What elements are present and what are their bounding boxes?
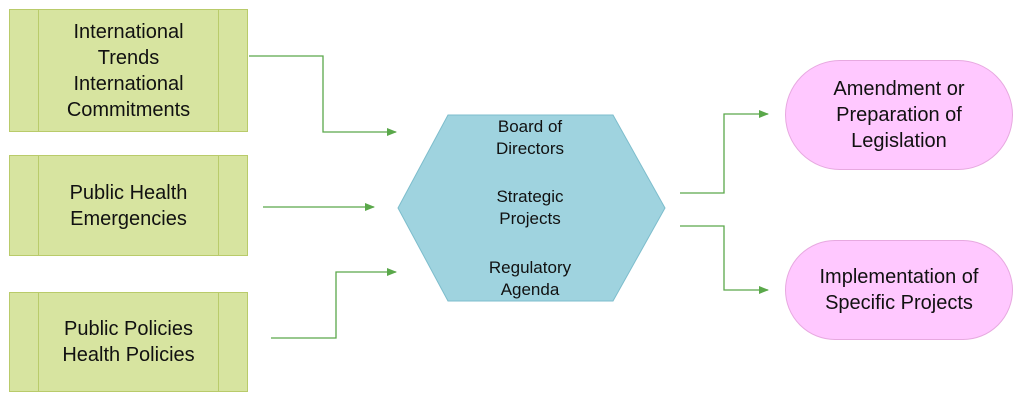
label-line: Board of [497, 117, 563, 136]
input-box-label: International Trends International Commi… [67, 19, 190, 123]
label-line: Strategic [496, 187, 564, 206]
input-box-public-health: Public Health Emergencies [9, 155, 248, 256]
output-box-projects: Implementation of Specific Projects [785, 240, 1013, 340]
box-divider [218, 10, 219, 131]
input-box-public-policies: Public Policies Health Policies [9, 292, 248, 392]
label-line: Regulatory [488, 258, 572, 277]
input-box-label: Public Health Emergencies [70, 180, 188, 232]
label-line: Implementation of [819, 266, 979, 288]
label-line: Public Policies [64, 318, 193, 340]
input-box-label: Public Policies Health Policies [62, 316, 194, 368]
center-group-regulatory: Regulatory Agenda [450, 257, 610, 301]
label-line: Preparation of [836, 104, 962, 126]
center-hexagon [397, 114, 666, 302]
connector-input-1 [249, 55, 397, 136]
label-line: Legislation [851, 130, 947, 152]
label-line: Agenda [500, 280, 560, 299]
label-line: Directors [495, 139, 564, 158]
label-line: Emergencies [70, 207, 187, 230]
label-line: Trends [97, 46, 160, 69]
connector-output-2 [680, 225, 769, 294]
input-box-international: International Trends International Commi… [9, 9, 248, 132]
output-box-legislation: Amendment or Preparation of Legislation [785, 60, 1013, 170]
box-divider [218, 293, 219, 391]
label-line: Amendment or [833, 78, 965, 100]
label-line: Projects [499, 209, 561, 228]
output-box-label: Implementation of Specific Projects [820, 264, 979, 316]
label-line: Commitments [66, 98, 191, 121]
box-divider [218, 156, 219, 255]
center-group-board: Board of Directors [450, 116, 610, 160]
label-line: International [73, 72, 184, 95]
connector-output-1 [680, 110, 769, 194]
label-line: Health Policies [62, 344, 195, 366]
label-line: Specific Projects [825, 292, 973, 314]
label-line: International [73, 20, 184, 43]
box-divider [38, 293, 39, 391]
connector-input-3 [271, 268, 397, 339]
box-divider [38, 10, 39, 131]
label-line: Public Health [69, 181, 188, 204]
output-box-label: Amendment or Preparation of Legislation [833, 76, 964, 154]
box-divider [38, 156, 39, 255]
center-group-strategic: Strategic Projects [450, 186, 610, 230]
